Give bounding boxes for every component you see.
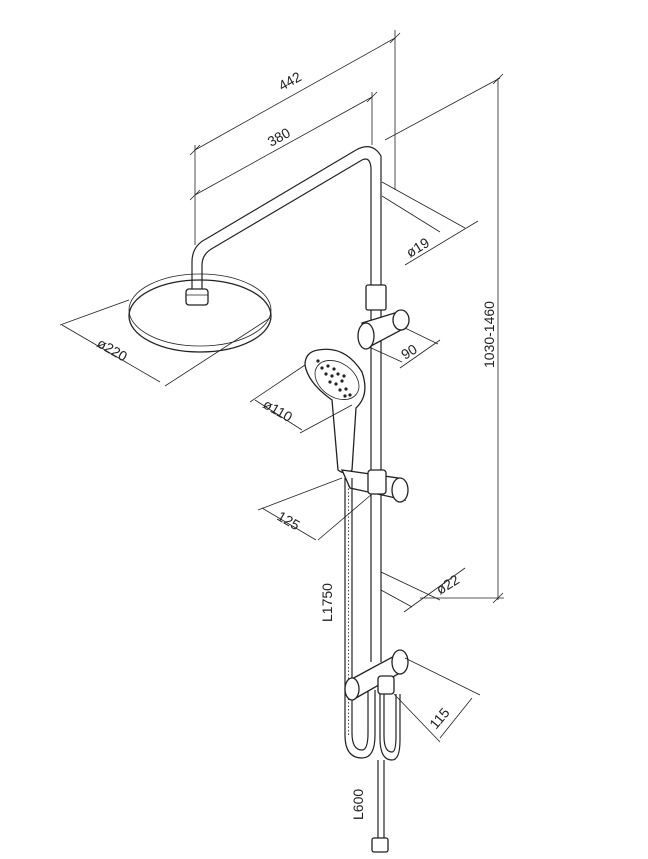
rain-shower-head [128, 273, 272, 353]
label-height: 1030-1460 [481, 301, 497, 368]
label-90: 90 [398, 341, 420, 363]
dim-22 [380, 567, 466, 613]
label-22: ø22 [433, 571, 462, 597]
dim-380 [189, 91, 378, 201]
dim-220 [59, 299, 271, 387]
label-1750: L1750 [319, 583, 335, 622]
dim-115 [393, 657, 481, 743]
hand-shower-nozzles-icon [316, 359, 352, 398]
dim-90 [368, 327, 441, 369]
dim-442 [189, 30, 401, 245]
dim-110 [249, 364, 353, 434]
lower-hose [371, 694, 401, 853]
label-380: 380 [265, 124, 293, 149]
label-110: ø110 [261, 396, 296, 425]
label-115: 115 [426, 704, 453, 732]
label-600: L600 [350, 789, 366, 820]
label-220: ø220 [95, 335, 131, 365]
dim-19 [381, 181, 479, 266]
label-442: 442 [276, 68, 304, 93]
top-bar-holder [357, 309, 410, 350]
sliding-holder [340, 469, 409, 503]
hand-shower [304, 348, 366, 474]
label-19: ø19 [403, 234, 432, 260]
shower-arm [191, 146, 382, 289]
shower-hose [344, 478, 376, 759]
bottom-mixer-holder [344, 649, 409, 701]
dim-125 [257, 477, 373, 541]
dim-height [384, 73, 504, 604]
